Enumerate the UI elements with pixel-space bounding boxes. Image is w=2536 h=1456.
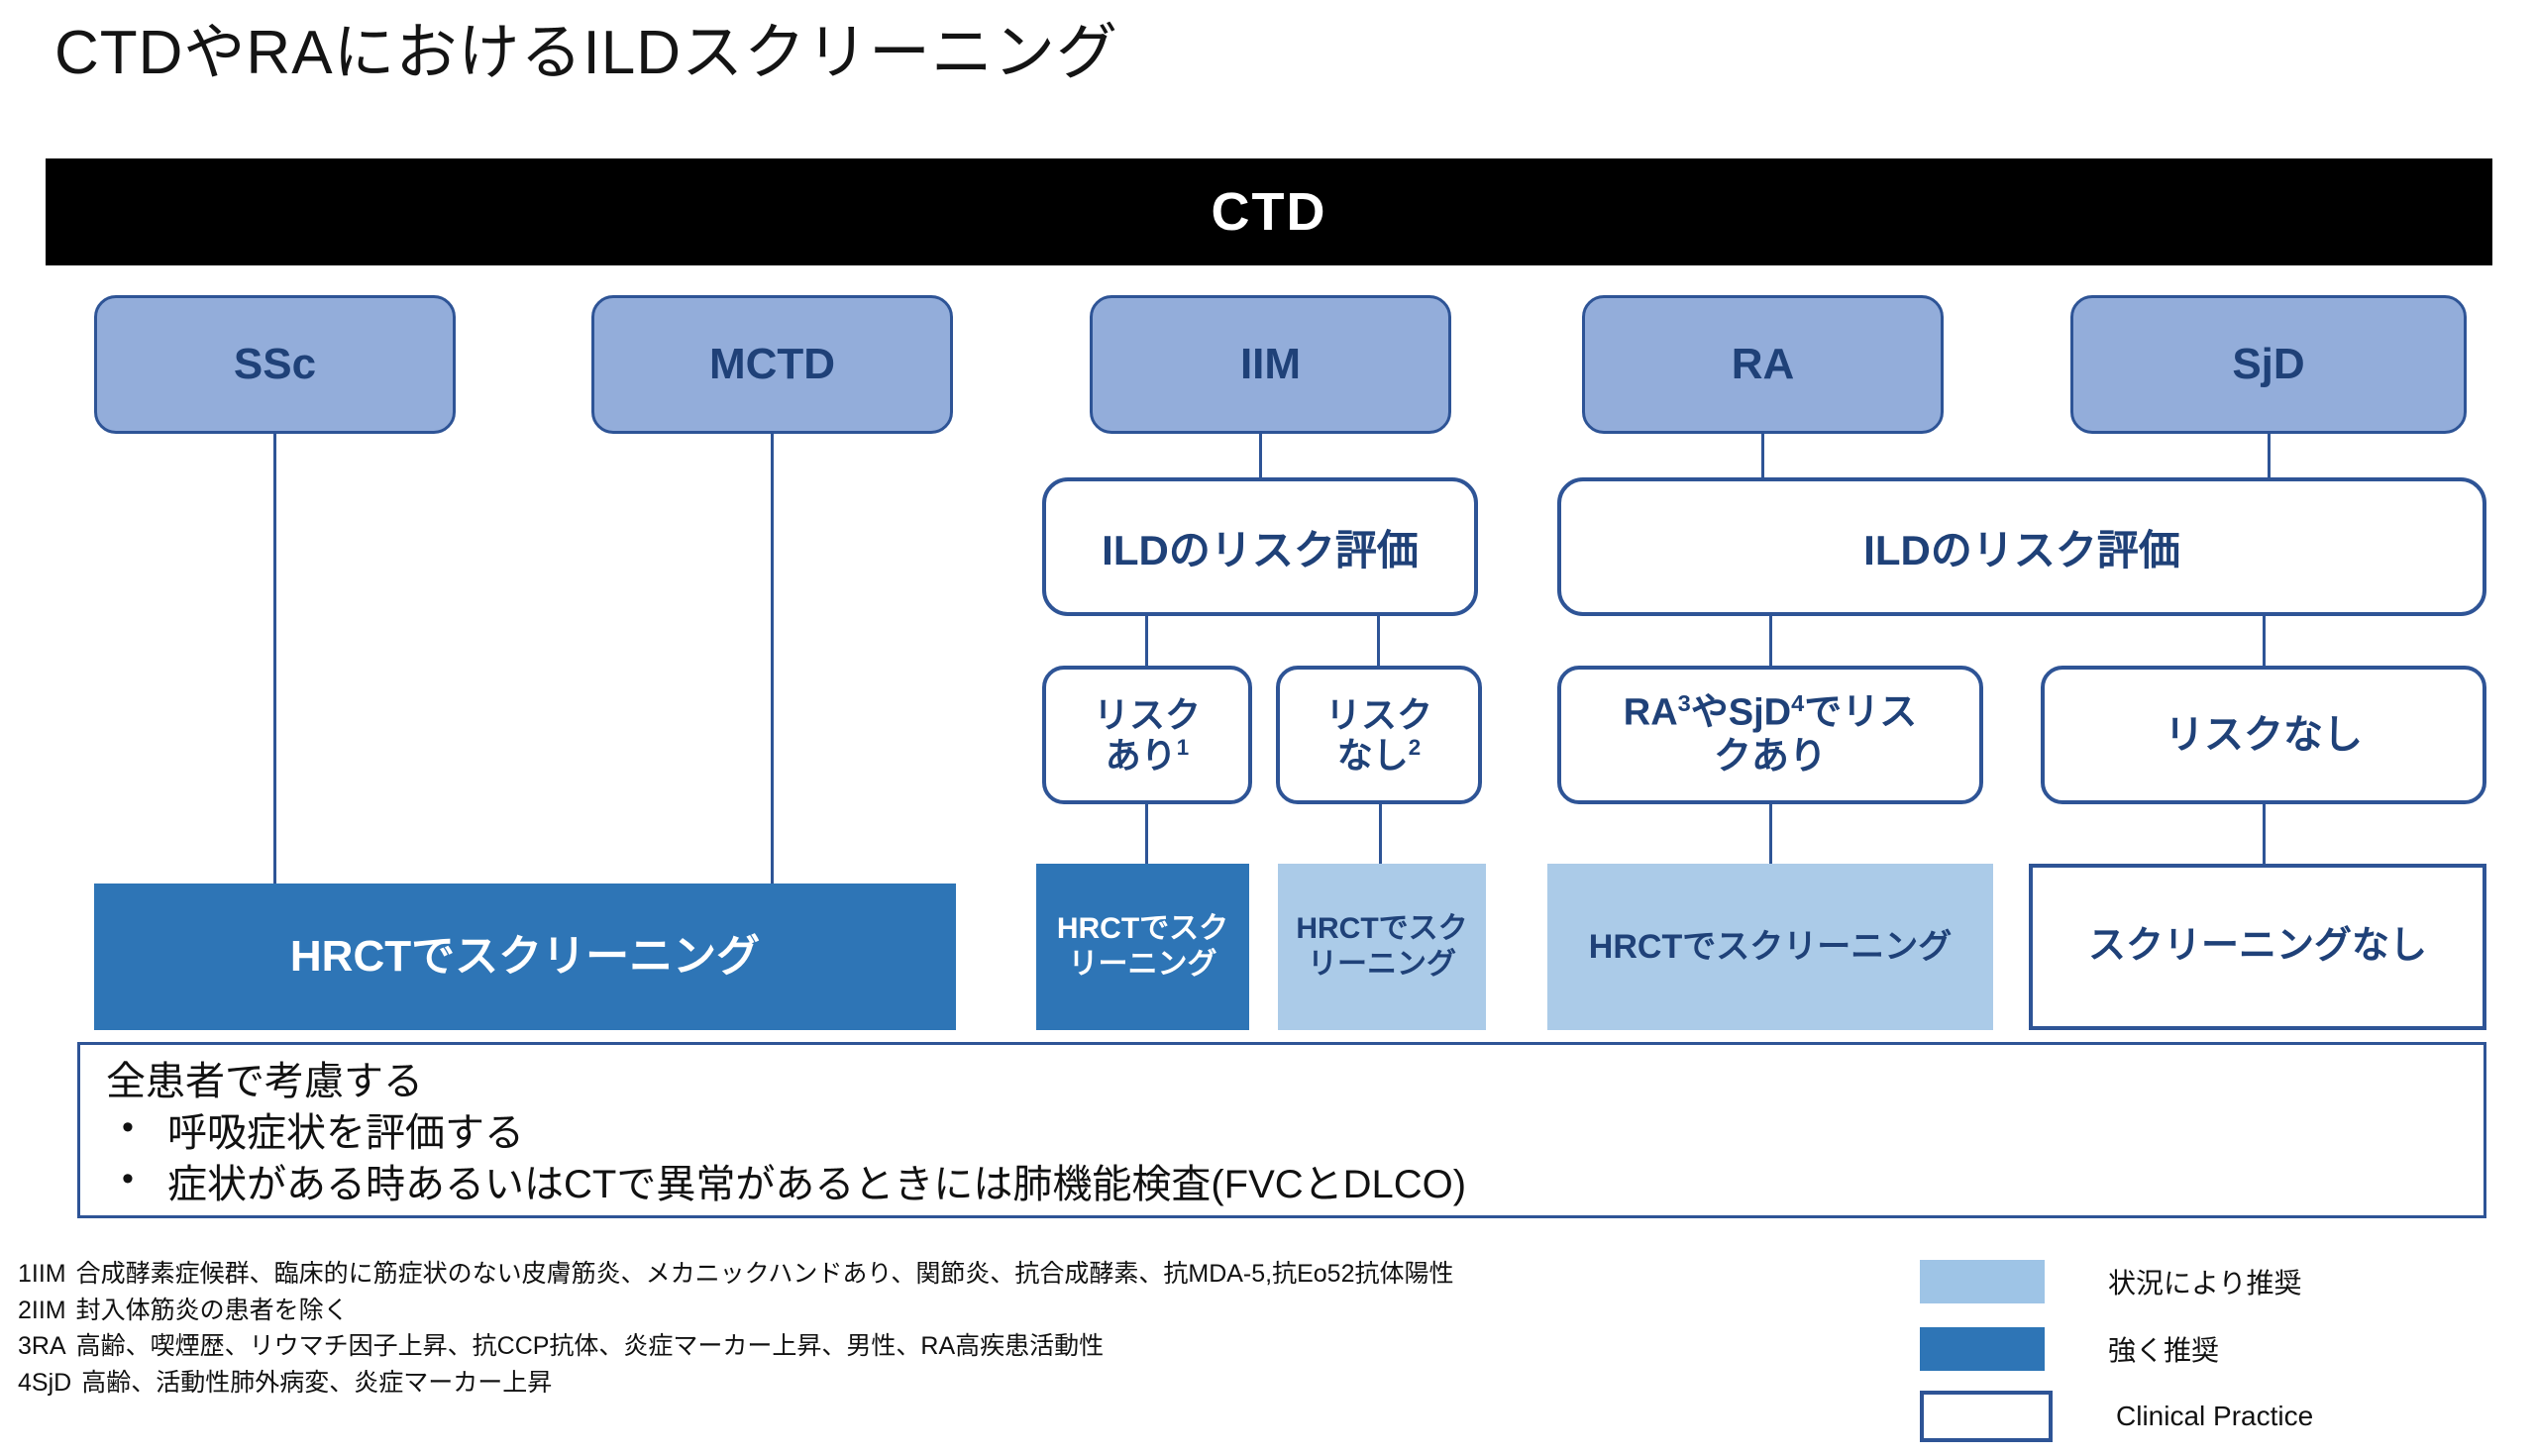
note-bullet-list: 呼吸症状を評価する 症状がある時あるいはCTで異常があるときには肺機能検査(FV…	[106, 1105, 2458, 1210]
outcome-label: HRCTでスクリーニング	[1296, 912, 1468, 981]
disease-box-mctd[interactable]: MCTD	[591, 295, 953, 434]
risk-box-iim-yes[interactable]: リスクあり1	[1042, 666, 1252, 804]
page-title: CTDやRAにおけるILDスクリーニング	[54, 19, 1119, 87]
connector-ra-to-assessment	[1761, 434, 1764, 479]
connector-assessment-to-ra-sjd-risk	[1769, 616, 1772, 668]
footnote-row: 4SjD 高齢、活動性肺外病変、炎症マーカー上昇	[18, 1365, 1900, 1402]
connector-iim-to-assessment	[1259, 434, 1262, 479]
legend-row-strong: 強く推奨	[1920, 1321, 2514, 1377]
connector-ssc-to-screening	[273, 434, 276, 885]
disease-label: MCTD	[708, 340, 836, 388]
footnote-text: 封入体筋炎の患者を除く	[75, 1296, 349, 1324]
disease-label: SSc	[233, 340, 317, 388]
outcome-label: HRCTでスクリーニング	[289, 931, 761, 981]
footnote-ref-1: 1	[1176, 735, 1190, 760]
connector-assessment-to-no-risk	[2263, 616, 2266, 668]
disease-label: IIM	[1239, 340, 1302, 388]
risk-label: リスクあり1	[1093, 693, 1201, 776]
legend-swatch-conditional-icon	[1920, 1260, 2045, 1303]
outcome-label: HRCTでスクリーニング	[1056, 912, 1229, 981]
outcome-box-no-screening[interactable]: スクリーニングなし	[2029, 864, 2486, 1030]
connector-sjd-to-assessment	[2268, 434, 2271, 479]
risk-box-iim-no[interactable]: リスクなし2	[1276, 666, 1482, 804]
outcome-label: スクリーニングなし	[2087, 925, 2427, 968]
footnote-text: 合成酵素症候群、臨床的に筋症状のない皮膚筋炎、メカニックハンドあり、関節炎、抗合…	[75, 1260, 1454, 1288]
connector-risk-yes-to-screening	[1145, 804, 1148, 866]
outcome-label: HRCTでスクリーニング	[1588, 927, 1953, 966]
footnote-row: 3RA 高齢、喫煙歴、リウマチ因子上昇、抗CCP抗体、炎症マーカー上昇、男性、RA…	[18, 1328, 1900, 1365]
disease-box-sjd[interactable]: SjD	[2070, 295, 2467, 434]
legend-label: 状況により推奨	[2108, 1268, 2302, 1299]
risk-box-sjd-no[interactable]: リスクなし	[2041, 666, 2486, 804]
disease-box-ra[interactable]: RA	[1582, 295, 1944, 434]
note-heading: 全患者で考慮する	[106, 1060, 423, 1103]
risk-label: リスクなし	[2165, 713, 2363, 757]
outcome-box-ssc-mctd-screening[interactable]: HRCTでスクリーニング	[94, 884, 956, 1030]
footnote-ref-2: 2	[1408, 735, 1422, 760]
connector-mctd-to-screening	[771, 434, 774, 885]
footnote-row: 1IIM 合成酵素症候群、臨床的に筋症状のない皮膚筋炎、メカニックハンドあり、関節…	[18, 1256, 1900, 1293]
assessment-box-ra-sjd[interactable]: ILDのリスク評価	[1557, 477, 2486, 616]
outcome-box-iim-risk-screening[interactable]: HRCTでスクリーニング	[1036, 864, 1249, 1030]
disease-box-iim[interactable]: IIM	[1090, 295, 1451, 434]
risk-label: リスクなし2	[1324, 693, 1432, 776]
connector-risk-no-to-screening	[1379, 804, 1382, 866]
risk-box-ra-sjd-yes[interactable]: RA3やSjD4でリスクあり	[1557, 666, 1983, 804]
disease-box-ssc[interactable]: SSc	[94, 295, 456, 434]
ctd-header-bar: CTD	[46, 158, 2492, 265]
footnote-key: 2IIM	[18, 1296, 66, 1324]
footnote-key: 3RA	[18, 1332, 66, 1360]
note-bullet-item: 症状がある時あるいはCTで異常があるときには肺機能検査(FVCとDLCO)	[106, 1157, 2458, 1210]
legend-swatch-clinical-practice-icon	[1920, 1391, 2053, 1442]
legend: 状況により推奨 強く推奨 Clinical Practice	[1920, 1254, 2514, 1456]
assessment-label: ILDのリスク評価	[1863, 526, 2180, 573]
all-patients-note-panel: 全患者で考慮する 呼吸症状を評価する 症状がある時あるいはCTで異常があるときに…	[77, 1042, 2486, 1218]
disease-label: SjD	[2232, 340, 2305, 388]
connector-no-risk-to-no-screening	[2263, 804, 2266, 866]
footnote-text: 高齢、活動性肺外病変、炎症マーカー上昇	[81, 1368, 553, 1397]
connector-assessment-to-risk-yes	[1145, 616, 1148, 668]
footnotes: 1IIM 合成酵素症候群、臨床的に筋症状のない皮膚筋炎、メカニックハンドあり、関節…	[18, 1256, 1900, 1401]
footnote-text: 高齢、喫煙歴、リウマチ因子上昇、抗CCP抗体、炎症マーカー上昇、男性、RA高疾患…	[75, 1332, 1105, 1360]
outcome-box-ra-sjd-screening[interactable]: HRCTでスクリーニング	[1547, 864, 1993, 1030]
connector-assessment-to-risk-no	[1377, 616, 1380, 668]
footnote-ref-3: 3	[1677, 690, 1691, 717]
footnote-key: 1IIM	[18, 1260, 66, 1288]
risk-label: RA3やSjD4でリスクあり	[1623, 690, 1918, 778]
legend-row-clinical-practice: Clinical Practice	[1920, 1389, 2514, 1444]
disease-label: RA	[1731, 340, 1795, 388]
legend-row-conditional: 状況により推奨	[1920, 1254, 2514, 1309]
ctd-header-label: CTD	[1211, 182, 1327, 242]
legend-swatch-strong-icon	[1920, 1327, 2045, 1371]
footnote-ref-4: 4	[1791, 690, 1805, 717]
assessment-label: ILDのリスク評価	[1102, 526, 1419, 573]
connector-ra-sjd-risk-to-screening	[1769, 804, 1772, 866]
legend-label: Clinical Practice	[2116, 1401, 2314, 1431]
assessment-box-iim[interactable]: ILDのリスク評価	[1042, 477, 1478, 616]
footnote-row: 2IIM 封入体筋炎の患者を除く	[18, 1293, 1900, 1329]
outcome-box-iim-norisk-screening[interactable]: HRCTでスクリーニング	[1278, 864, 1486, 1030]
footnote-key: 4SjD	[18, 1368, 72, 1397]
note-bullet-item: 呼吸症状を評価する	[106, 1105, 2458, 1159]
legend-label: 強く推奨	[2108, 1335, 2220, 1366]
